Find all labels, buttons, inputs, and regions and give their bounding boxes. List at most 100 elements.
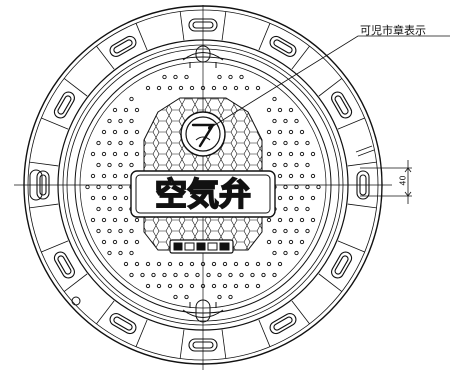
anti-slip-dot xyxy=(310,151,316,157)
anti-slip-dot xyxy=(288,217,294,223)
anti-slip-dot xyxy=(272,250,277,256)
bolt-slot-inner xyxy=(113,39,133,54)
anti-slip-dot xyxy=(184,272,189,278)
anti-slip-dot xyxy=(244,261,250,267)
anti-slip-dot xyxy=(288,173,294,179)
dimension-marker xyxy=(355,145,412,204)
anti-slip-dot xyxy=(305,184,310,190)
bolt-slot-inner xyxy=(113,316,133,331)
anti-slip-dot xyxy=(233,85,239,91)
anti-slip-dot xyxy=(85,184,90,190)
anti-slip-dot xyxy=(299,129,305,135)
anti-slip-dot xyxy=(272,228,277,234)
city-emblem xyxy=(180,111,226,157)
anti-slip-dot xyxy=(101,195,107,201)
flange-rib xyxy=(347,161,377,167)
anti-slip-dot xyxy=(167,85,173,91)
anti-slip-dot xyxy=(233,283,239,289)
anti-slip-dot xyxy=(288,239,294,245)
anti-slip-dot xyxy=(118,184,123,190)
anti-slip-dot xyxy=(266,129,272,135)
anti-slip-dot xyxy=(107,118,112,124)
anti-slip-dot xyxy=(107,250,112,256)
anti-slip-dot xyxy=(288,151,294,157)
anti-slip-dot xyxy=(283,118,288,124)
anti-slip-dot xyxy=(310,217,316,223)
anti-slip-dot xyxy=(200,261,206,267)
anti-slip-dot xyxy=(173,294,178,300)
flange-rib xyxy=(29,203,59,209)
anti-slip-dot xyxy=(134,107,140,113)
anti-slip-dot xyxy=(277,239,283,245)
flange-rib xyxy=(41,117,69,130)
anti-slip-dot xyxy=(294,162,299,168)
anti-slip-dot xyxy=(283,228,288,234)
anti-slip-dot xyxy=(266,151,272,157)
flange-rib xyxy=(337,240,365,253)
anti-slip-dot xyxy=(129,162,134,168)
anti-slip-dot xyxy=(178,85,184,91)
anti-slip-dot xyxy=(173,74,178,80)
flange-rib xyxy=(258,23,271,51)
bolt-slot xyxy=(109,35,137,57)
anti-slip-dot xyxy=(178,283,184,289)
anti-slip-dot xyxy=(118,118,123,124)
anti-slip-dot xyxy=(222,85,228,91)
anti-slip-dot xyxy=(239,272,244,278)
anti-slip-dot xyxy=(299,173,305,179)
bolt-slot xyxy=(356,170,370,200)
anti-slip-dot xyxy=(129,118,134,124)
bolt-slot-inner xyxy=(57,255,72,275)
anti-slip-dot xyxy=(118,206,123,212)
anti-slip-dot xyxy=(118,162,123,168)
anti-slip-dot xyxy=(277,217,283,223)
anti-slip-dot xyxy=(294,206,299,212)
anti-slip-dot xyxy=(145,261,151,267)
anti-slip-dot xyxy=(184,74,189,80)
bolt-slots xyxy=(36,18,370,352)
anti-slip-dot xyxy=(222,261,228,267)
flange-rib xyxy=(179,329,185,359)
bolt-slot-inner xyxy=(39,174,47,196)
anti-slip-dot xyxy=(129,140,134,146)
anti-slip-dot xyxy=(310,173,316,179)
anti-slip-dot xyxy=(288,107,294,113)
anti-slip-dot xyxy=(272,162,277,168)
anti-slip-dot xyxy=(244,283,250,289)
anti-slip-dot xyxy=(272,96,277,102)
anti-slip-dot xyxy=(277,195,283,201)
anti-slip-dot xyxy=(277,107,283,113)
anti-slip-dot xyxy=(283,184,288,190)
anti-slip-dot xyxy=(134,239,140,245)
bolt-slot-inner xyxy=(192,21,214,29)
anti-slip-dot xyxy=(123,195,129,201)
anti-slip-dot xyxy=(156,283,162,289)
anti-slip-dot xyxy=(162,74,167,80)
flange-rib xyxy=(318,78,343,97)
anti-slip-dot xyxy=(211,283,217,289)
anti-slip-dot xyxy=(244,85,250,91)
anti-slip-dot xyxy=(123,107,129,113)
anti-slip-dot xyxy=(228,74,233,80)
anti-slip-dot xyxy=(294,184,299,190)
anti-slip-dot xyxy=(129,96,134,102)
anti-slip-dot xyxy=(277,173,283,179)
anti-slip-dot xyxy=(96,162,101,168)
anti-slip-dot xyxy=(90,173,96,179)
callout-leader xyxy=(207,35,450,131)
anti-slip-dot xyxy=(189,283,195,289)
flange-rib xyxy=(63,78,88,97)
bolt-slot-inner xyxy=(334,95,349,115)
anti-slip-dot xyxy=(299,239,305,245)
flange-rib xyxy=(258,319,271,347)
anti-slip-dot xyxy=(156,261,162,267)
anti-slip-dot xyxy=(134,217,140,223)
bolt-slot-inner xyxy=(57,95,72,115)
anti-slip-dot xyxy=(167,261,173,267)
left-hinge xyxy=(29,169,81,306)
anti-slip-dot xyxy=(96,206,101,212)
anti-slip-dot xyxy=(217,272,222,278)
anti-slip-dot xyxy=(288,195,294,201)
anti-slip-dot xyxy=(101,239,107,245)
